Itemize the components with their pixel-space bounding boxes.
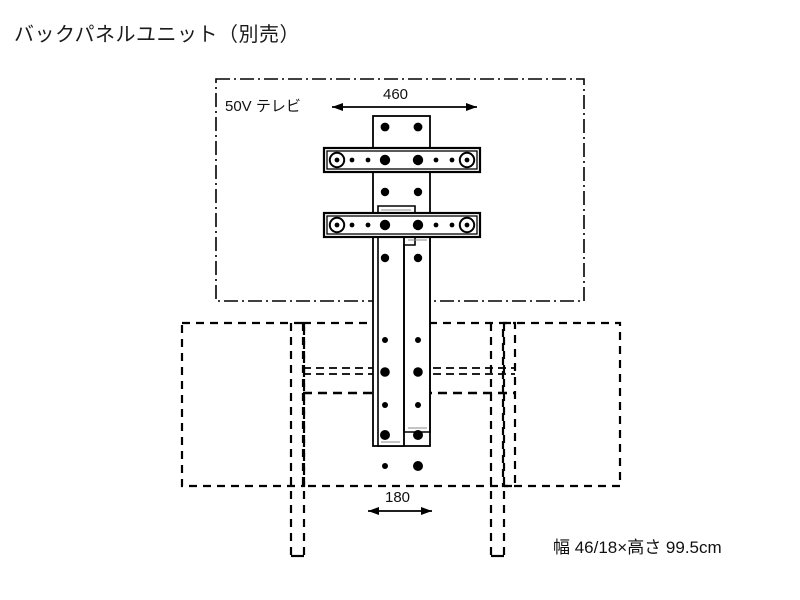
- cabinet-left-box: [180, 321, 306, 488]
- bracket-bar-upper: [322, 146, 482, 174]
- dimension-180-label: 180: [385, 489, 411, 506]
- cabinet-leg-left: [289, 323, 306, 558]
- page-title: バックパネルユニット（別売）: [14, 24, 300, 46]
- dimension-460-label: 460: [383, 86, 409, 103]
- cabinet-right-box: [501, 321, 622, 488]
- tv-outline-label: 50V テレビ: [225, 98, 301, 115]
- cabinet-leg-right: [489, 323, 506, 558]
- dimension-180-arrow: [368, 507, 432, 515]
- size-footnote: 幅 46/18×高さ 99.5cm: [553, 538, 722, 557]
- bracket-bar-lower: [322, 211, 482, 239]
- offset-bracket-overlap-edge: [378, 237, 405, 447]
- dimension-460-arrow: [332, 103, 477, 111]
